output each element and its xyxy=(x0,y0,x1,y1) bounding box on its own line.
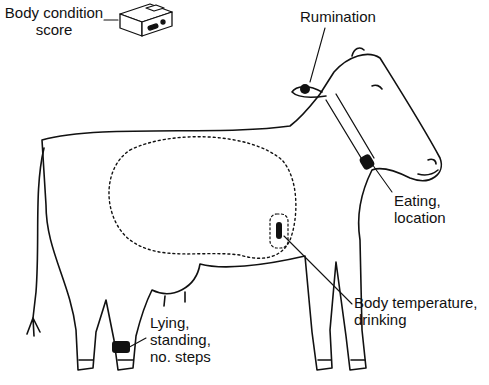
tail xyxy=(33,148,44,318)
hooves xyxy=(79,359,365,361)
nostril xyxy=(428,159,436,164)
horn-bud xyxy=(352,48,364,56)
leader-line xyxy=(310,28,325,82)
bolus-sensor xyxy=(276,222,282,239)
ear-sensor xyxy=(300,84,310,94)
collar-sensor xyxy=(358,153,375,171)
eye xyxy=(372,85,382,89)
rumen-outline xyxy=(109,137,296,259)
sensor-label: Body condition score xyxy=(2,4,106,38)
tail-tuft xyxy=(27,318,40,336)
teats xyxy=(164,292,185,306)
bolus-region xyxy=(270,214,288,248)
sensor-label: Lying, standing, no. steps xyxy=(150,314,230,365)
camera-icon xyxy=(120,4,172,36)
leg-sensor xyxy=(112,341,130,353)
leader-line xyxy=(284,236,352,304)
sensor-label: Eating, location xyxy=(394,192,466,226)
sensor-label: Rumination xyxy=(300,8,400,25)
sensor-label: Body temperature, drinking xyxy=(354,294,486,328)
mouth xyxy=(418,170,438,175)
leader-line xyxy=(104,19,118,20)
leader-line xyxy=(372,164,392,192)
